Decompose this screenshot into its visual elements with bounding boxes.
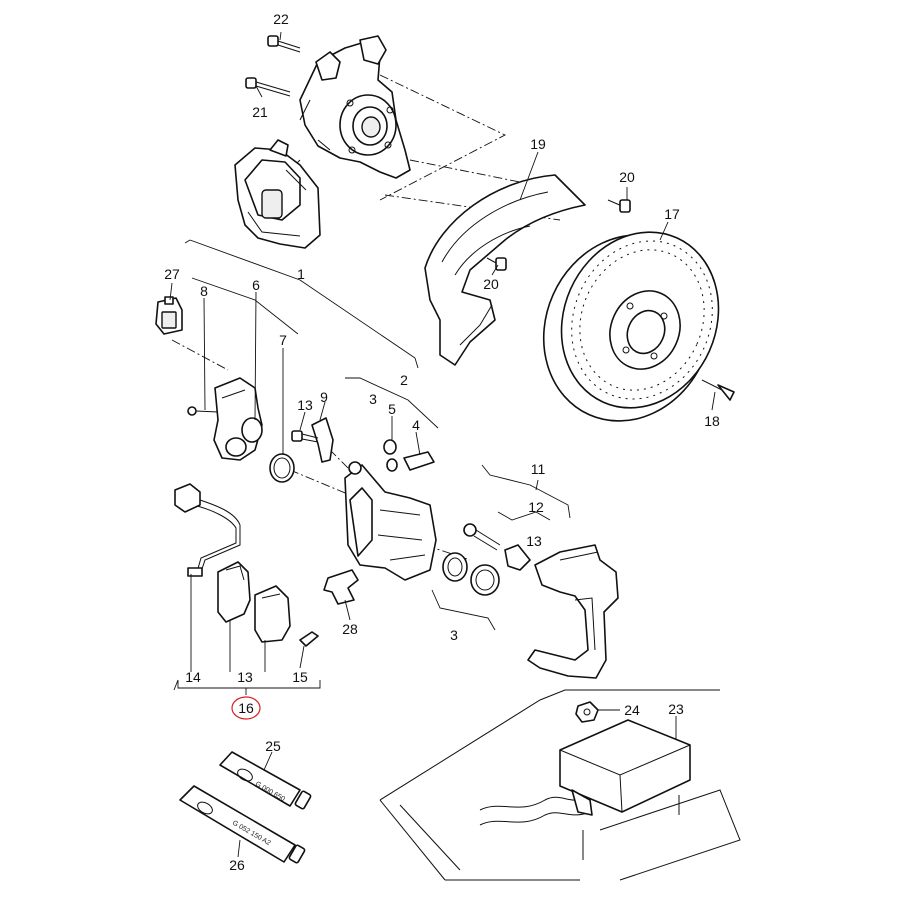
- label-2: 2: [400, 372, 408, 388]
- label-23: 23: [668, 701, 684, 717]
- wear-sensor-14: [174, 483, 241, 577]
- brake-pad-right: [254, 585, 291, 643]
- bolt-22: [267, 35, 301, 53]
- dust-shield: [424, 174, 586, 366]
- bleeder-valve-4: [403, 451, 435, 471]
- brake-pad-left: [217, 561, 251, 623]
- label-17: 17: [664, 206, 680, 222]
- nut-24: [575, 701, 620, 723]
- connector-27: [155, 296, 183, 335]
- callout-labels: 22 21 19 20 17 20 1 27 8 6 7 2 3 9 13 5 …: [164, 11, 720, 873]
- clip-15: [299, 631, 319, 647]
- label-25: 25: [265, 738, 281, 754]
- label-8: 8: [200, 283, 208, 299]
- label-14: 14: [185, 669, 201, 685]
- grease-tube-25: G 000 650: [219, 751, 312, 810]
- group-brackets: [173, 239, 571, 695]
- label-18: 18: [704, 413, 720, 429]
- label-9: 9: [320, 389, 328, 405]
- label-15: 15: [292, 669, 308, 685]
- caliper-carrier: [527, 544, 619, 679]
- label-16: 16: [238, 700, 254, 716]
- label-1: 1: [297, 266, 305, 282]
- o-ring-7: [269, 453, 295, 483]
- control-unit-23: [559, 719, 691, 860]
- label-24: 24: [624, 702, 640, 718]
- label-13-right: 13: [526, 533, 542, 549]
- label-7: 7: [279, 332, 287, 348]
- label-19: 19: [530, 136, 546, 152]
- label-11: 11: [531, 461, 546, 477]
- label-3-lower: 3: [450, 627, 458, 643]
- wheel-bearing-housing: [299, 35, 411, 179]
- label-3-upper: 3: [369, 391, 377, 407]
- label-21: 21: [252, 104, 268, 120]
- caliper-with-motor: [234, 139, 321, 249]
- guide-bolt-13: [463, 523, 501, 551]
- bracket-9: [311, 417, 334, 463]
- bolt-13-left: [291, 430, 319, 443]
- label-13-upper: 13: [297, 397, 313, 413]
- dust-boot-3: [470, 564, 500, 596]
- leader-lines: [169, 31, 716, 672]
- bleeder-cap-5: [383, 439, 398, 472]
- mounting-panel: [379, 689, 741, 881]
- bolt-21: [245, 77, 291, 97]
- label-26: 26: [229, 857, 245, 873]
- label-20-lower: 20: [483, 276, 499, 292]
- label-12: 12: [528, 499, 544, 515]
- screw-18: [701, 379, 735, 401]
- spring-28: [323, 569, 359, 605]
- label-13-lower: 13: [237, 669, 253, 685]
- highlight-circle-16: [231, 696, 261, 720]
- label-22: 22: [273, 11, 289, 27]
- label-20-upper: 20: [619, 169, 635, 185]
- screw-20-upper: [607, 199, 631, 213]
- actuator-motor-6: [213, 377, 263, 461]
- label-28: 28: [342, 621, 358, 637]
- brake-disc: [542, 231, 720, 422]
- label-27: 27: [164, 266, 180, 282]
- bolt-8: [187, 406, 219, 416]
- label-4: 4: [412, 417, 420, 433]
- screw-20-lower: [486, 257, 507, 271]
- label-5: 5: [388, 401, 396, 417]
- guide-bushing-12: [504, 544, 531, 571]
- caliper-housing: [344, 461, 437, 581]
- seal-ring-3: [442, 552, 468, 582]
- label-6: 6: [252, 277, 260, 293]
